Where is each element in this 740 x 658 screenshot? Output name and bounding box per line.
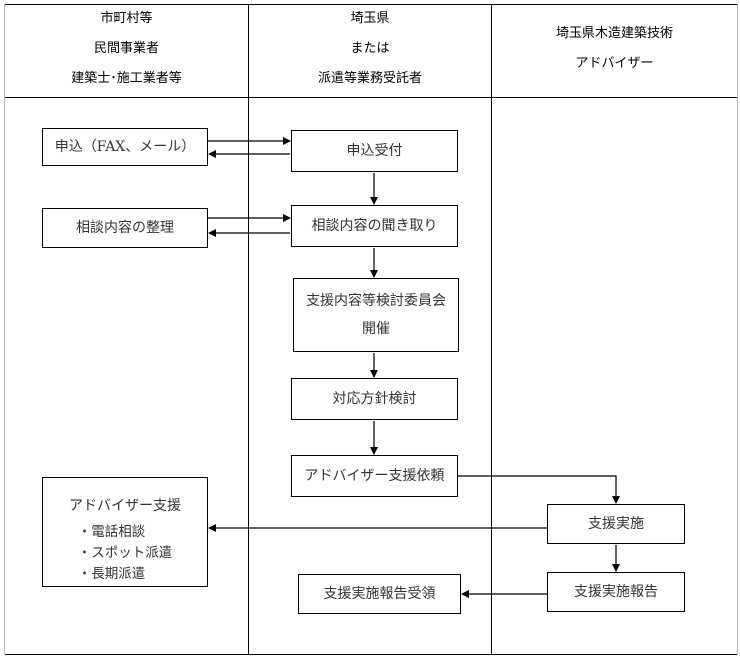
header-divider <box>4 97 738 98</box>
node-consult-organize: 相談内容の整理 <box>42 208 208 248</box>
node-implement: 支援実施 <box>547 504 685 544</box>
column-header-advisor: 埼玉県木造建築技術 アドバイザー <box>492 0 737 97</box>
arrow-request-to-implement <box>458 475 620 504</box>
node-support-item: ・電話相談 <box>77 524 146 540</box>
node-request: アドバイザー支援依頼 <box>291 455 458 497</box>
node-support-title: アドバイザー支援 <box>69 498 181 514</box>
node-report-received: 支援実施報告受領 <box>298 574 461 614</box>
column-divider-1 <box>248 4 249 655</box>
table-top-border <box>4 4 738 5</box>
node-reception: 申込受付 <box>291 130 458 172</box>
table-left-border <box>4 4 5 655</box>
column-header-line: 派遣等業務受託者 <box>317 70 422 86</box>
column-header-line: 民間事業者 <box>93 40 159 56</box>
table-right-border <box>737 4 738 655</box>
node-committee: 支援内容等検討委員会 開催 <box>293 278 459 352</box>
column-header-prefecture: 埼玉県 または 派遣等業務受託者 <box>249 0 491 97</box>
table-bottom-border <box>4 654 738 655</box>
column-header-line: 市町村等 <box>100 10 153 26</box>
column-header-line: アドバイザー <box>575 55 654 71</box>
column-header-municipality: 市町村等 民間事業者 建築士･施工業者等 <box>5 0 248 97</box>
node-report: 支援実施報告 <box>547 572 685 612</box>
node-committee-line: 支援内容等検討委員会 <box>306 293 446 309</box>
node-support-item: ・スポット派遣 <box>77 545 173 561</box>
node-support-items: ・電話相談 ・スポット派遣 ・長期派遣 <box>78 522 173 585</box>
column-header-line: 建築士･施工業者等 <box>71 70 182 86</box>
column-header-line: 埼玉県木造建築技術 <box>555 25 673 41</box>
node-policy: 対応方針検討 <box>291 378 458 420</box>
node-application: 申込（FAX、メール） <box>42 128 208 166</box>
column-header-line: または <box>350 40 390 56</box>
column-header-line: 埼玉県 <box>350 10 390 26</box>
node-support: アドバイザー支援 ・電話相談 ・スポット派遣 ・長期派遣 <box>42 477 208 587</box>
column-divider-2 <box>491 4 492 655</box>
node-consult-hearing: 相談内容の聞き取り <box>291 205 458 247</box>
node-support-item: ・長期派遣 <box>77 566 146 582</box>
node-committee-line: 開催 <box>362 321 390 337</box>
